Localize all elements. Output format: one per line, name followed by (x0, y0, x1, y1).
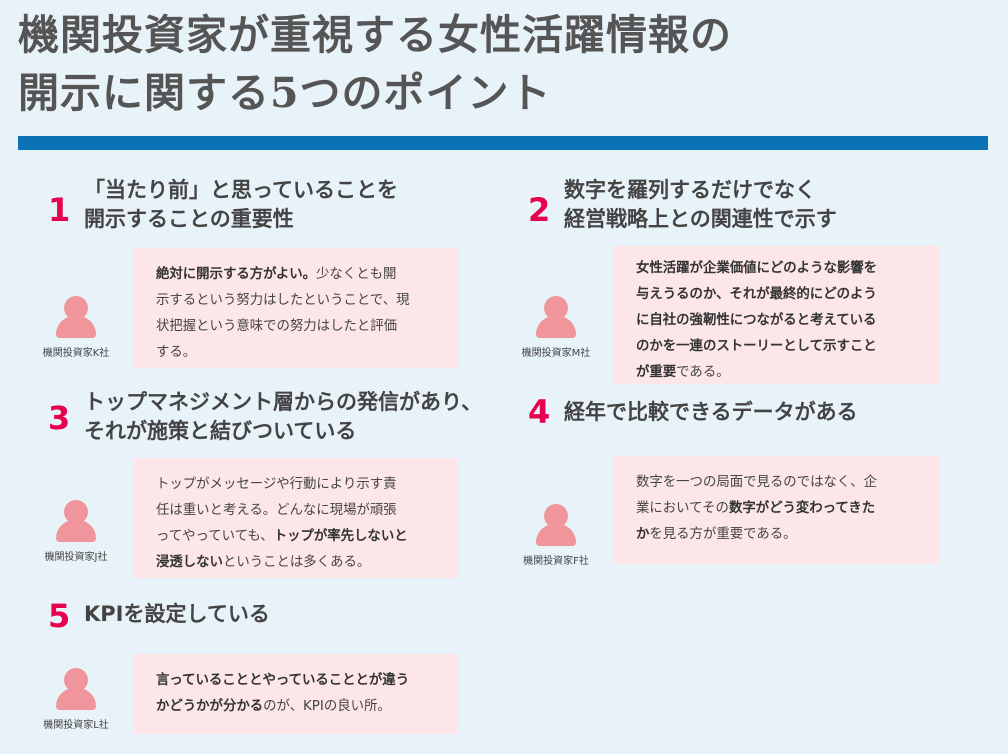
quote-bubble-5: 言っていることとやっていることとが違うかどうかが分かるのが、KPIの良い所。 (134, 654, 458, 734)
point-heading-5-line-1: KPIを設定している (84, 602, 270, 626)
quote-line: 数字を一つの局面で見るのではなく、企 (636, 470, 922, 496)
quote-bubble-1: 絶対に開示する方がよい。少なくとも開示するという努力はしたということで、現状把握… (134, 248, 458, 368)
page-title-line-2: 開示に関する5つのポイント (18, 69, 552, 117)
point-heading-3-line-2: それが施策と結びついている (84, 419, 357, 443)
point-5: 5 KPIを設定している 機関投資家L社 言っていることとやっていることとが違う… (43, 596, 468, 746)
quote-text: である。 (676, 365, 730, 380)
point-heading-1-line-2: 開示することの重要性 (84, 207, 294, 231)
quote-line: 絶対に開示する方がよい。少なくとも開 (156, 262, 440, 288)
investor-l: 機関投資家L社 (26, 668, 126, 731)
quote-bubble-3: トップがメッセージや行動により示す責任は重いと考える。どんなに現場が頑張ってやっ… (134, 458, 458, 578)
quote-emphasis: トップが率先しないと (273, 529, 408, 544)
quote-line: のかを一連のストーリーとして示すこと (636, 334, 922, 360)
quote-emphasis: 絶対に開示する方がよい。 (156, 267, 317, 282)
investor-label: 機関投資家J社 (44, 552, 108, 563)
quote-emphasis: が重要 (636, 365, 677, 380)
quote-line: 状把握という意味での努力はしたと評価 (156, 314, 440, 340)
quote-emphasis: のかを一連のストーリーとして示すこと (636, 339, 877, 354)
investor-label: 機関投資家K社 (42, 348, 110, 359)
person-icon (536, 296, 576, 338)
point-number-3: 3 (48, 399, 71, 437)
person-icon (536, 504, 576, 546)
quote-text: 任は重いと考える。どんなに現場が頑張 (156, 503, 397, 518)
quote-bubble-2: 女性活躍が企業価値にどのような影響を与えうるのか、それが最終的にどのように自社の… (614, 246, 940, 384)
point-heading-3-line-1: トップマネジメント層からの発信があり、 (84, 390, 483, 414)
quote-emphasis: か (636, 527, 650, 542)
quote-line: 言っていることとやっていることとが違う (156, 668, 440, 694)
quote-emphasis: に自社の強靭性につながると考えている (636, 313, 877, 328)
quote-text: する。 (156, 345, 197, 360)
investor-m: 機関投資家M社 (506, 296, 606, 359)
investor-label: 機関投資家L社 (43, 720, 109, 731)
quote-line: 浸透しないということは多くある。 (156, 550, 440, 576)
point-heading-2-line-2: 経営戦略上との関連性で示す (564, 207, 837, 231)
investor-k: 機関投資家K社 (26, 296, 126, 359)
quote-text: ということは多くある。 (222, 555, 371, 570)
quote-line: 示するという努力はしたということで、現 (156, 288, 440, 314)
quote-line: する。 (156, 340, 440, 366)
quote-emphasis: 与えうるのか、それが最終的にどのよう (636, 287, 877, 302)
quote-text: トップがメッセージや行動により示す責 (156, 477, 397, 492)
quote-text: 業においてその (636, 501, 729, 516)
title-accent-bar (18, 136, 988, 150)
point-heading-4: 経年で比較できるデータがある (564, 398, 858, 427)
quote-line: トップがメッセージや行動により示す責 (156, 472, 440, 498)
quote-line: 業においてその数字がどう変わってきた (636, 496, 922, 522)
quote-emphasis: 女性活躍が企業価値にどのような影響を (636, 261, 878, 276)
quote-line: かを見る方が重要である。 (636, 522, 922, 548)
quote-text: ってやっていても、 (156, 529, 274, 544)
point-heading-2-line-1: 数字を羅列するだけでなく (564, 178, 816, 202)
point-heading-1: 「当たり前」と思っていることを 開示することの重要性 (84, 176, 398, 234)
point-number-1: 1 (48, 191, 71, 229)
quote-emphasis: 言っていることとやっていることとが違う (156, 673, 410, 688)
point-heading-4-line-1: 経年で比較できるデータがある (564, 400, 858, 424)
point-heading-3: トップマネジメント層からの発信があり、 それが施策と結びついている (84, 388, 482, 446)
point-number-4: 4 (528, 393, 551, 431)
point-heading-1-line-1: 「当たり前」と思っていることを (84, 178, 398, 202)
investor-j: 機関投資家J社 (26, 500, 126, 563)
quote-line: が重要である。 (636, 360, 922, 386)
point-4: 4 経年で比較できるデータがある 機関投資家F社 数字を一つの局面で見るのではな… (523, 392, 948, 572)
point-heading-5: KPIを設定している (84, 600, 270, 629)
person-icon (56, 296, 96, 338)
point-3: 3 トップマネジメント層からの発信があり、 それが施策と結びついている 機関投資… (45, 388, 488, 588)
point-heading-2: 数字を羅列するだけでなく 経営戦略上との関連性で示す (564, 176, 837, 234)
quote-text: 状把握という意味での努力はしたと評価 (156, 319, 398, 334)
quote-bubble-4: 数字を一つの局面で見るのではなく、企業においてその数字がどう変わってきたかを見る… (614, 456, 940, 564)
quote-emphasis: 浸透しない (156, 555, 223, 570)
quote-line: ってやっていても、トップが率先しないと (156, 524, 440, 550)
quote-text: 少なくとも開 (316, 267, 397, 282)
quote-line: かどうかが分かるのが、KPIの良い所。 (156, 694, 440, 720)
point-1: 1 「当たり前」と思っていることを 開示することの重要性 機関投資家K社 絶対に… (43, 176, 468, 376)
quote-line: 任は重いと考える。どんなに現場が頑張 (156, 498, 440, 524)
investor-f: 機関投資家F社 (506, 504, 606, 567)
investor-label: 機関投資家M社 (521, 348, 591, 359)
point-number-5: 5 (48, 597, 71, 635)
quote-emphasis: かどうかが分かる (156, 699, 264, 714)
quote-text: 示するという努力はしたということで、現 (156, 293, 410, 308)
page-title: 機関投資家が重視する女性活躍情報の 開示に関する5つのポイント (18, 6, 998, 122)
person-icon (56, 500, 96, 542)
quote-line: に自社の強靭性につながると考えている (636, 308, 922, 334)
person-icon (56, 668, 96, 710)
quote-text: のが、KPIの良い所。 (263, 699, 391, 714)
quote-text: を見る方が重要である。 (649, 527, 797, 542)
point-2: 2 数字を羅列するだけでなく 経営戦略上との関連性で示す 機関投資家M社 女性活… (522, 176, 948, 386)
quote-line: 女性活躍が企業価値にどのような影響を (636, 256, 922, 282)
quote-text: 数字を一つの局面で見るのではなく、企 (636, 475, 878, 490)
quote-line: 与えうるのか、それが最終的にどのよう (636, 282, 922, 308)
investor-label: 機関投資家F社 (523, 556, 589, 567)
page-title-line-1: 機関投資家が重視する女性活躍情報の (18, 11, 732, 59)
quote-emphasis: 数字がどう変わってきた (728, 501, 876, 516)
point-number-2: 2 (528, 191, 551, 229)
